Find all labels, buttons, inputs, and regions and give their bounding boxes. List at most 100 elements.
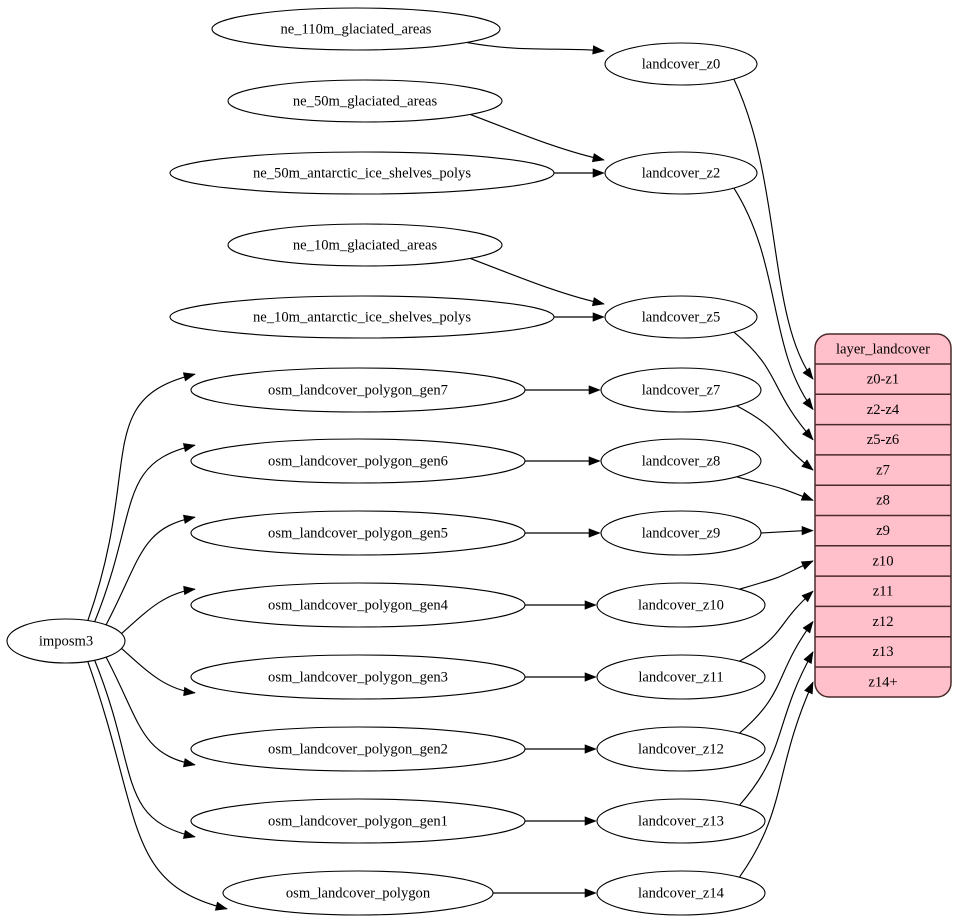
edge-landcover_z8-to-layer_landcover_z8-arrowhead [800, 491, 814, 501]
edge-imposm3-to-osm_landcover_polygon_gen4-arrowhead [183, 585, 196, 596]
node-landcover_z12[interactable]: landcover_z12 [596, 726, 766, 772]
edge-ne_50m_glaciated_areas-to-landcover_z2-arrowhead [591, 153, 605, 163]
record-row-z5-z6[interactable]: z5-z6 [867, 432, 899, 448]
node-osm_landcover_polygon_gen5[interactable]: osm_landcover_polygon_gen5 [190, 510, 526, 556]
edge-landcover_z14-to-layer_landcover_z14_ [738, 681, 814, 878]
node-ellipse [190, 367, 526, 413]
node-landcover_z14[interactable]: landcover_z14 [596, 870, 766, 916]
node-osm_landcover_polygon_gen4[interactable]: osm_landcover_polygon_gen4 [190, 582, 526, 628]
node-label: landcover_z10 [638, 597, 724, 613]
node-osm_landcover_polygon_gen3[interactable]: osm_landcover_polygon_gen3 [190, 654, 526, 700]
node-ellipse [600, 438, 762, 484]
node-landcover_z7[interactable]: landcover_z7 [600, 367, 762, 413]
record-row-z0-z1[interactable]: z0-z1 [867, 371, 899, 387]
record-row-z2-z4[interactable]: z2-z4 [867, 402, 900, 418]
node-label: landcover_z11 [638, 669, 723, 685]
node-ellipse [6, 618, 126, 664]
node-osm_landcover_polygon_gen7[interactable]: osm_landcover_polygon_gen7 [190, 367, 526, 413]
record-layer: layer_landcover z0-z1 z2-z4 z5-z6 z7 z8 z9 z10 z… [814, 333, 952, 698]
edge-imposm3-to-osm_landcover_polygon_gen3-arrowhead [183, 686, 196, 697]
record-row-z11[interactable]: z11 [873, 584, 894, 600]
edge-landcover_z13-to-layer_landcover_z13-arrowhead [803, 651, 814, 664]
node-ne_110m_glaciated_areas[interactable]: ne_110m_glaciated_areas [211, 7, 501, 51]
node-ellipse [227, 223, 503, 267]
node-ne_50m_antarctic_ice_shelves_polys[interactable]: ne_50m_antarctic_ice_shelves_polys [169, 151, 555, 195]
node-label: landcover_z13 [638, 813, 724, 829]
edge-imposm3-to-osm_landcover_polygon_gen1-arrowhead [182, 829, 196, 839]
record-header-label: layer_landcover [836, 341, 930, 357]
edge-osm_landcover_polygon_gen4-to-landcover_z10-arrowhead [584, 600, 597, 610]
node-osm_landcover_polygon[interactable]: osm_landcover_polygon [222, 870, 494, 916]
node-ellipse [227, 79, 503, 123]
node-ellipse [190, 798, 526, 844]
node-label: ne_50m_glaciated_areas [293, 93, 438, 109]
node-ellipse [190, 726, 526, 772]
node-landcover_z0[interactable]: landcover_z0 [604, 42, 758, 86]
record-row-z13[interactable]: z13 [872, 644, 893, 660]
edge-landcover_z13-to-layer_landcover_z13 [739, 651, 814, 806]
node-ne_50m_glaciated_areas[interactable]: ne_50m_glaciated_areas [227, 79, 503, 123]
node-label: osm_landcover_polygon_gen7 [268, 382, 448, 398]
node-ellipse [596, 726, 766, 772]
edge-ne_10m_glaciated_areas-to-landcover_z5 [470, 257, 605, 305]
node-ellipse [600, 510, 762, 556]
node-ellipse [190, 654, 526, 700]
node-ellipse [190, 438, 526, 484]
node-label: ne_110m_glaciated_areas [280, 21, 431, 37]
edge-landcover_z11-to-layer_landcover_z11-arrowhead [801, 590, 814, 603]
node-ellipse [596, 654, 766, 700]
edge-landcover_z7-to-layer_landcover_z7 [736, 405, 814, 471]
node-ellipse [596, 870, 766, 916]
node-osm_landcover_polygon_gen6[interactable]: osm_landcover_polygon_gen6 [190, 438, 526, 484]
node-landcover_z2[interactable]: landcover_z2 [604, 151, 758, 195]
record-row-z9[interactable]: z9 [876, 523, 890, 539]
node-label: osm_landcover_polygon_gen2 [268, 741, 448, 757]
edge-imposm3-to-osm_landcover_polygon_gen5 [105, 516, 196, 626]
edge-landcover_z10-to-layer_landcover_z10-arrowhead [800, 560, 814, 570]
edge-osm_landcover_polygon_gen6-to-landcover_z8-arrowhead [588, 456, 601, 466]
node-ne_10m_glaciated_areas[interactable]: ne_10m_glaciated_areas [227, 223, 503, 267]
edge-landcover_z9-to-layer_landcover_z9-arrowhead [801, 526, 814, 536]
record-row-z12[interactable]: z12 [872, 614, 893, 630]
edge-osm_landcover_polygon_gen7-to-landcover_z7-arrowhead [588, 385, 601, 395]
node-layer: imposm3 ne_110m_glaciated_areas ne_50m_gla… [6, 7, 766, 916]
node-landcover_z11[interactable]: landcover_z11 [596, 654, 766, 700]
node-label: landcover_z0 [642, 56, 721, 72]
edge-osm_landcover_polygon_gen2-to-landcover_z12-arrowhead [584, 744, 597, 754]
node-label: ne_10m_glaciated_areas [293, 237, 438, 253]
node-ne_10m_antarctic_ice_shelves_polys[interactable]: ne_10m_antarctic_ice_shelves_polys [169, 295, 555, 339]
record-row-z10[interactable]: z10 [872, 553, 893, 569]
edge-landcover_z2-to-layer_landcover_z2-z4 [733, 187, 814, 410]
edge-imposm3-to-osm_landcover_polygon_gen2-arrowhead [183, 758, 196, 768]
record-row-z7[interactable]: z7 [876, 462, 890, 478]
edge-landcover_z5-to-layer_landcover_z5-z6-arrowhead [802, 428, 814, 441]
node-landcover_z9[interactable]: landcover_z9 [600, 510, 762, 556]
edge-landcover_z8-to-layer_landcover_z8 [736, 476, 814, 501]
node-osm_landcover_polygon_gen2[interactable]: osm_landcover_polygon_gen2 [190, 726, 526, 772]
node-ellipse [190, 510, 526, 556]
edge-imposm3-to-osm_landcover_polygon_gen6-arrowhead [182, 443, 196, 453]
node-label: landcover_z9 [642, 525, 721, 541]
node-landcover_z8[interactable]: landcover_z8 [600, 438, 762, 484]
node-landcover_z5[interactable]: landcover_z5 [604, 295, 758, 339]
edge-ne_110m_glaciated_areas-to-landcover_z0-arrowhead [592, 45, 605, 55]
node-label: landcover_z5 [642, 309, 721, 325]
node-osm_landcover_polygon_gen1[interactable]: osm_landcover_polygon_gen1 [190, 798, 526, 844]
node-label: osm_landcover_polygon_gen1 [268, 813, 448, 829]
node-landcover_z13[interactable]: landcover_z13 [596, 798, 766, 844]
edge-imposm3-to-osm_landcover_polygon-arrowhead [214, 901, 228, 911]
edge-landcover_z10-to-layer_landcover_z10 [739, 560, 814, 590]
record-row-z8[interactable]: z8 [876, 493, 890, 509]
node-imposm3[interactable]: imposm3 [6, 618, 126, 664]
record-row-z14+[interactable]: z14+ [868, 674, 897, 690]
node-label: ne_10m_antarctic_ice_shelves_polys [253, 309, 471, 325]
node-label: osm_landcover_polygon_gen5 [268, 525, 448, 541]
node-ellipse [211, 7, 501, 51]
edge-osm_landcover_polygon_gen3-to-landcover_z11-arrowhead [584, 672, 597, 682]
node-ellipse [596, 582, 766, 628]
edge-ne_10m_antarctic_ice_shelves_polys-to-landcover_z5-arrowhead [592, 312, 605, 322]
edge-landcover_z0-to-layer_landcover_z0-z1-arrowhead [802, 367, 814, 380]
edge-landcover_z0-to-layer_landcover_z0-z1 [733, 78, 814, 380]
node-landcover_z10[interactable]: landcover_z10 [596, 582, 766, 628]
